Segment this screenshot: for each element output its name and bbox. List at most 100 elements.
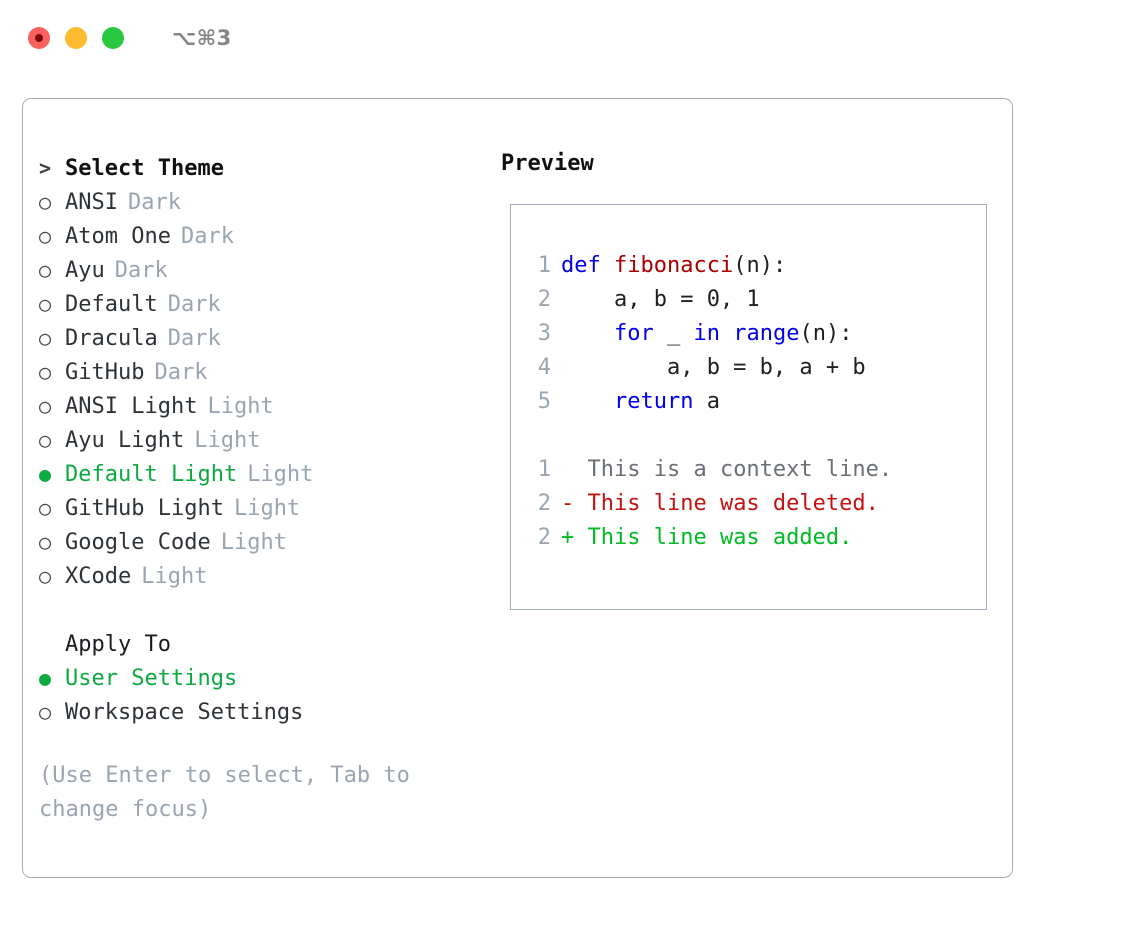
code-token: (n):	[799, 321, 853, 346]
code-blank-line	[525, 419, 986, 453]
theme-name: ANSI Light	[65, 393, 198, 419]
theme-variant-badge: Light	[207, 393, 274, 419]
page-title: Select Theme	[65, 155, 224, 181]
theme-name: Atom One	[65, 223, 171, 249]
theme-name: Ayu	[65, 257, 105, 283]
theme-name: GitHub Light	[65, 495, 224, 521]
theme-name: ANSI	[65, 189, 118, 215]
code-line-number: 3	[537, 321, 551, 346]
apply-to-option[interactable]: ● User Settings	[39, 661, 489, 695]
theme-picker-header: > Select Theme	[39, 151, 489, 185]
radio-unselected-icon: ○	[39, 292, 52, 316]
theme-variant-badge: Light	[247, 461, 314, 487]
diff-line: 2+ This line was added.	[525, 521, 986, 555]
diff-line-number: 2	[537, 525, 551, 550]
code-line-number: 1	[537, 253, 551, 278]
list-spacer	[39, 593, 489, 627]
maximize-button[interactable]	[102, 27, 124, 49]
code-token	[561, 389, 614, 414]
code-line: 2 a, b = 0, 1	[525, 283, 986, 317]
radio-unselected-icon: ○	[39, 224, 52, 248]
theme-name: Default Light	[65, 461, 238, 487]
radio-unselected-icon: ○	[39, 428, 52, 452]
radio-unselected-icon: ○	[39, 190, 52, 214]
code-token: range	[733, 321, 800, 346]
theme-name: GitHub	[65, 359, 145, 385]
theme-variant-badge: Dark	[127, 189, 181, 215]
code-line: 5 return a	[525, 385, 986, 419]
theme-variant-badge: Light	[141, 563, 208, 589]
radio-unselected-icon: ○	[39, 360, 52, 384]
code-token: for	[613, 321, 654, 346]
shortcut-label: ⌥⌘3	[172, 26, 232, 50]
apply-to-label: User Settings	[65, 665, 238, 691]
theme-variant-badge: Light	[233, 495, 301, 521]
window-titlebar: ⌥⌘3	[0, 0, 1140, 76]
theme-name: XCode	[65, 563, 132, 589]
apply-to-option[interactable]: ○ Workspace Settings	[39, 695, 489, 729]
prompt-caret-icon: >	[39, 156, 52, 180]
theme-variant-badge: Light	[194, 427, 261, 453]
code-line: 4 a, b = b, a + b	[525, 351, 986, 385]
diff-line: 2- This line was deleted.	[525, 487, 986, 521]
code-token: a, b = 0, 1	[561, 287, 760, 312]
code-token: return	[613, 389, 694, 414]
radio-unselected-icon: ○	[39, 700, 52, 724]
theme-variant-badge: Dark	[167, 291, 221, 317]
radio-unselected-icon: ○	[39, 326, 52, 350]
preview-section: Preview	[501, 151, 981, 198]
theme-variant-badge: Light	[220, 529, 287, 555]
traffic-lights	[28, 27, 124, 49]
radio-selected-icon: ●	[39, 666, 52, 690]
theme-list-item[interactable]: ○ ANSI Dark	[39, 185, 489, 219]
code-token: (n):	[733, 253, 787, 278]
theme-list-item[interactable]: ○ Google Code Light	[39, 525, 489, 559]
code-token: _	[653, 321, 694, 346]
diff-text: This line was added.	[574, 525, 853, 550]
theme-list-item[interactable]: ○ ANSI Light Light	[39, 389, 489, 423]
close-button[interactable]	[28, 27, 50, 49]
radio-unselected-icon: ○	[39, 564, 52, 588]
theme-list-item[interactable]: ○ Dracula Dark	[39, 321, 489, 355]
code-token	[561, 321, 614, 346]
theme-name: Default	[65, 291, 158, 317]
theme-name: Dracula	[65, 325, 158, 351]
code-token: a	[693, 389, 720, 414]
theme-list-item[interactable]: ● Default Light Light	[39, 457, 489, 491]
theme-name: Google Code	[65, 529, 211, 555]
code-token: def	[561, 253, 614, 278]
code-line-number: 4	[537, 355, 551, 380]
apply-to-title: Apply To	[65, 631, 171, 657]
diff-text: This line was deleted.	[574, 491, 879, 516]
theme-list-item[interactable]: ○ Atom One Dark	[39, 219, 489, 253]
theme-list-item[interactable]: ○ Ayu Light Light	[39, 423, 489, 457]
apply-to-label: Workspace Settings	[65, 699, 304, 725]
recording-dot-icon	[35, 34, 43, 42]
radio-selected-icon: ●	[39, 462, 52, 486]
theme-list-item[interactable]: ○ XCode Light	[39, 559, 489, 593]
theme-variant-badge: Dark	[180, 223, 234, 249]
theme-list-item[interactable]: ○ Default Dark	[39, 287, 489, 321]
keyboard-hint: (Use Enter to select, Tab to change focu…	[39, 763, 424, 822]
diff-sign	[561, 457, 574, 482]
radio-unselected-icon: ○	[39, 530, 52, 554]
theme-variant-badge: Dark	[114, 257, 168, 283]
diff-line-number: 1	[537, 457, 551, 482]
diff-line: 1 This is a context line.	[525, 453, 986, 487]
theme-name: Ayu Light	[65, 427, 185, 453]
apply-to-list: ● User Settings ○ Workspace Settings	[39, 661, 489, 729]
radio-unselected-icon: ○	[39, 394, 52, 418]
theme-variant-badge: Dark	[167, 325, 221, 351]
minimize-button[interactable]	[65, 27, 87, 49]
code-line-number: 2	[537, 287, 551, 312]
code-token: a, b = b, a + b	[561, 355, 866, 380]
